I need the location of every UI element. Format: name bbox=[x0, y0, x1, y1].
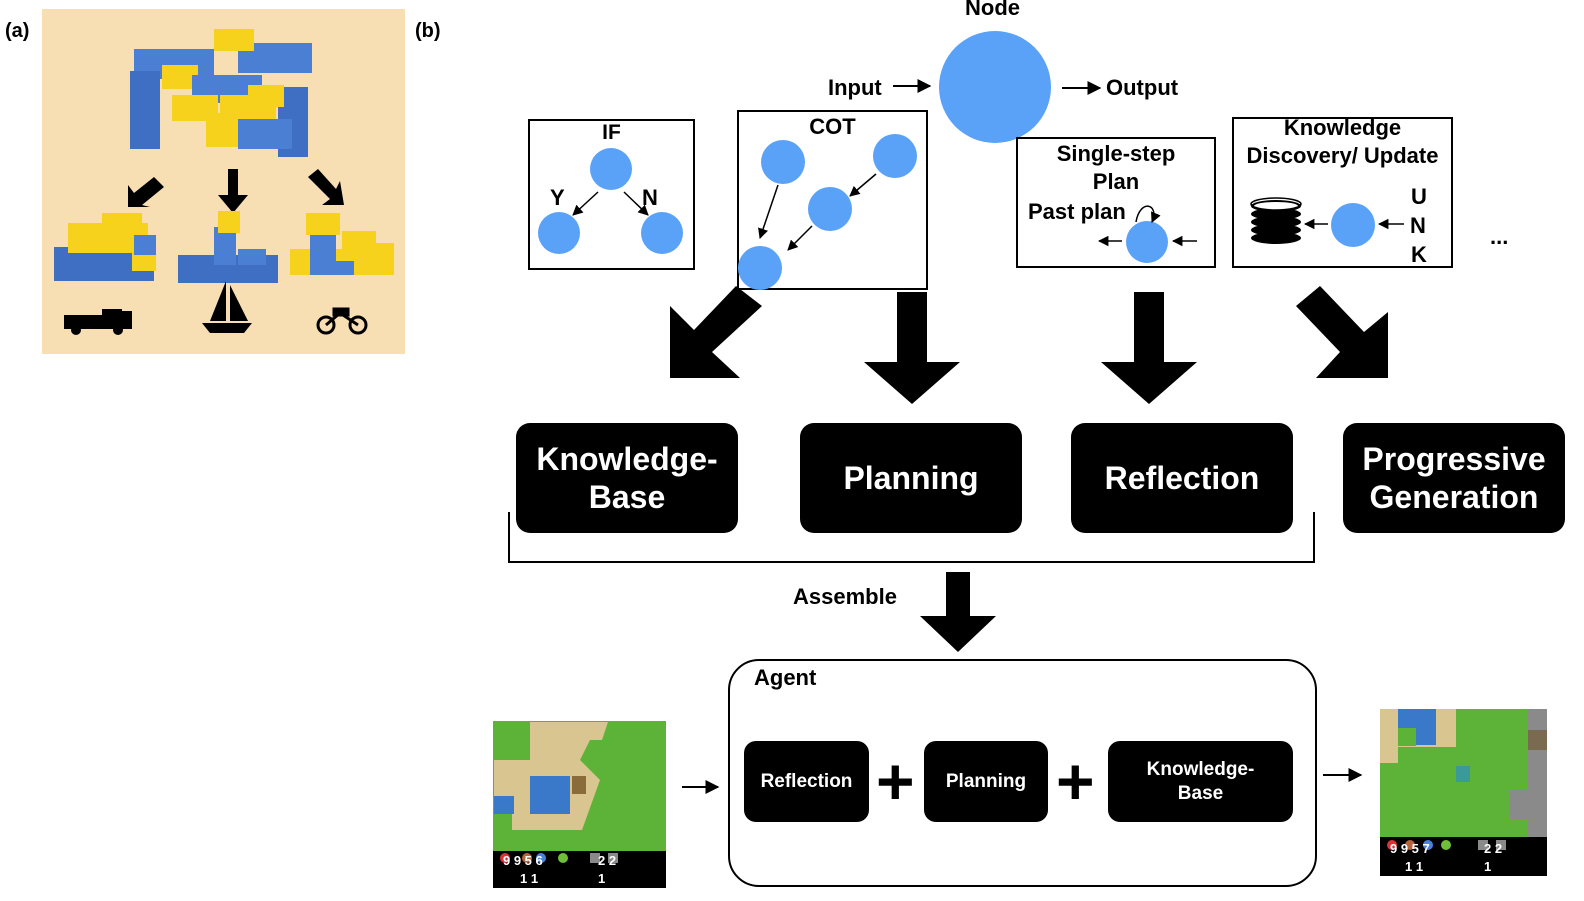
game-after-stats-1: 9 9 5 7 bbox=[1390, 841, 1430, 856]
planning-module: Planning bbox=[800, 423, 1022, 533]
single-step-title-1: Single-step bbox=[1056, 141, 1176, 166]
plan-loop-arrow bbox=[1135, 205, 1161, 223]
cot-node-2 bbox=[873, 134, 917, 178]
single-step-box bbox=[1016, 137, 1216, 268]
if-yes-node bbox=[538, 212, 580, 254]
assemble-label: Assemble bbox=[793, 584, 897, 609]
agent-plus-2: + bbox=[1056, 744, 1095, 818]
agent-reflection-module: Reflection bbox=[744, 741, 869, 822]
lego-motorcycle-build bbox=[290, 213, 394, 275]
if-no-label: N bbox=[642, 185, 658, 210]
progressive-generation-module: Progressive Generation bbox=[1343, 423, 1565, 533]
cot-edge-3 bbox=[758, 184, 779, 239]
game-screenshot-before bbox=[493, 721, 666, 888]
truck-icon bbox=[64, 309, 132, 335]
lego-drawing bbox=[54, 29, 394, 335]
assemble-arrow bbox=[920, 572, 996, 652]
past-plan-label: Past plan bbox=[1028, 199, 1126, 224]
reflection-module-label: Reflection bbox=[1104, 460, 1260, 496]
panel-label-b: (b) bbox=[415, 20, 441, 42]
game-before-stats-2: 1 1 bbox=[520, 871, 539, 886]
lego-arrows bbox=[128, 169, 344, 213]
progressive-module-line1: Progressive bbox=[1362, 441, 1546, 477]
input-label: Input bbox=[828, 75, 882, 100]
knowledge-base-module-line1: Knowledge- bbox=[536, 441, 718, 477]
knowledge-u-label: U bbox=[1411, 184, 1427, 209]
game-after-stats-1b: 2 2 bbox=[1484, 841, 1503, 856]
cot-node-4 bbox=[738, 246, 782, 290]
planning-module-label: Planning bbox=[843, 460, 979, 496]
agent-planning-label: Planning bbox=[945, 770, 1027, 792]
game-before-stats-1b: 2 2 bbox=[598, 853, 617, 868]
agent-knowledge-line2: Base bbox=[1177, 782, 1224, 804]
big-arrow-reflection bbox=[1101, 292, 1197, 404]
agent-box bbox=[728, 659, 1317, 887]
game-screenshot-after bbox=[1380, 709, 1547, 876]
database-icon bbox=[1250, 197, 1302, 244]
agent-knowledge-base-module: Knowledge- Base bbox=[1108, 741, 1293, 822]
big-arrow-progressive bbox=[1296, 286, 1388, 378]
cot-edge-2 bbox=[787, 225, 813, 251]
node-circle bbox=[939, 31, 1051, 143]
agent-title: Agent bbox=[754, 665, 817, 690]
game-after-stats-2: 1 1 bbox=[1405, 859, 1424, 874]
agent-knowledge-line1: Knowledge- bbox=[1146, 758, 1255, 780]
game-before-stats-1: 9 9 5 6 bbox=[503, 853, 543, 868]
ellipsis: ... bbox=[1490, 224, 1509, 249]
reflection-module: Reflection bbox=[1071, 423, 1293, 533]
agent-reflection-label: Reflection bbox=[760, 770, 853, 792]
single-step-title-2: Plan bbox=[1092, 169, 1140, 194]
big-arrow-planning bbox=[864, 292, 960, 404]
agent-plus-1: + bbox=[876, 744, 915, 818]
progressive-module-line2: Generation bbox=[1369, 479, 1539, 515]
knowledge-node bbox=[1331, 203, 1375, 247]
cot-node-1 bbox=[761, 140, 805, 184]
lego-truck-build bbox=[54, 213, 156, 281]
motorcycle-icon bbox=[316, 307, 368, 335]
knowledge-base-module-line2: Base bbox=[588, 479, 666, 515]
knowledge-title-1: Knowledge bbox=[1283, 115, 1402, 140]
lego-top-structure bbox=[130, 29, 312, 157]
assemble-bracket bbox=[508, 512, 1315, 563]
if-yes-edge bbox=[572, 191, 599, 216]
output-label: Output bbox=[1106, 75, 1179, 100]
cot-title: COT bbox=[809, 114, 856, 139]
if-no-node bbox=[641, 212, 683, 254]
game-before-stats-2b: 1 bbox=[598, 871, 606, 886]
knowledge-title-2: Discovery/ Update bbox=[1246, 143, 1439, 168]
cot-node-3 bbox=[808, 187, 852, 231]
if-root-node bbox=[590, 148, 632, 190]
cot-edge-1 bbox=[849, 173, 877, 197]
knowledge-n-label: N bbox=[1410, 213, 1426, 238]
game-after-stats-2b: 1 bbox=[1484, 859, 1492, 874]
big-arrow-knowledge bbox=[670, 286, 762, 378]
node-label: Node bbox=[965, 0, 1020, 20]
lego-illustration bbox=[42, 9, 405, 354]
panel-label-a: (a) bbox=[5, 20, 30, 42]
if-yes-label: Y bbox=[550, 185, 565, 210]
lego-boat-build bbox=[178, 211, 278, 283]
knowledge-base-module: Knowledge- Base bbox=[516, 423, 738, 533]
knowledge-k-label: K bbox=[1411, 242, 1427, 267]
if-title: IF bbox=[602, 121, 621, 144]
sailboat-icon bbox=[202, 281, 252, 333]
plan-node bbox=[1126, 221, 1168, 263]
agent-planning-module: Planning bbox=[924, 741, 1048, 822]
if-no-edge bbox=[623, 191, 649, 216]
